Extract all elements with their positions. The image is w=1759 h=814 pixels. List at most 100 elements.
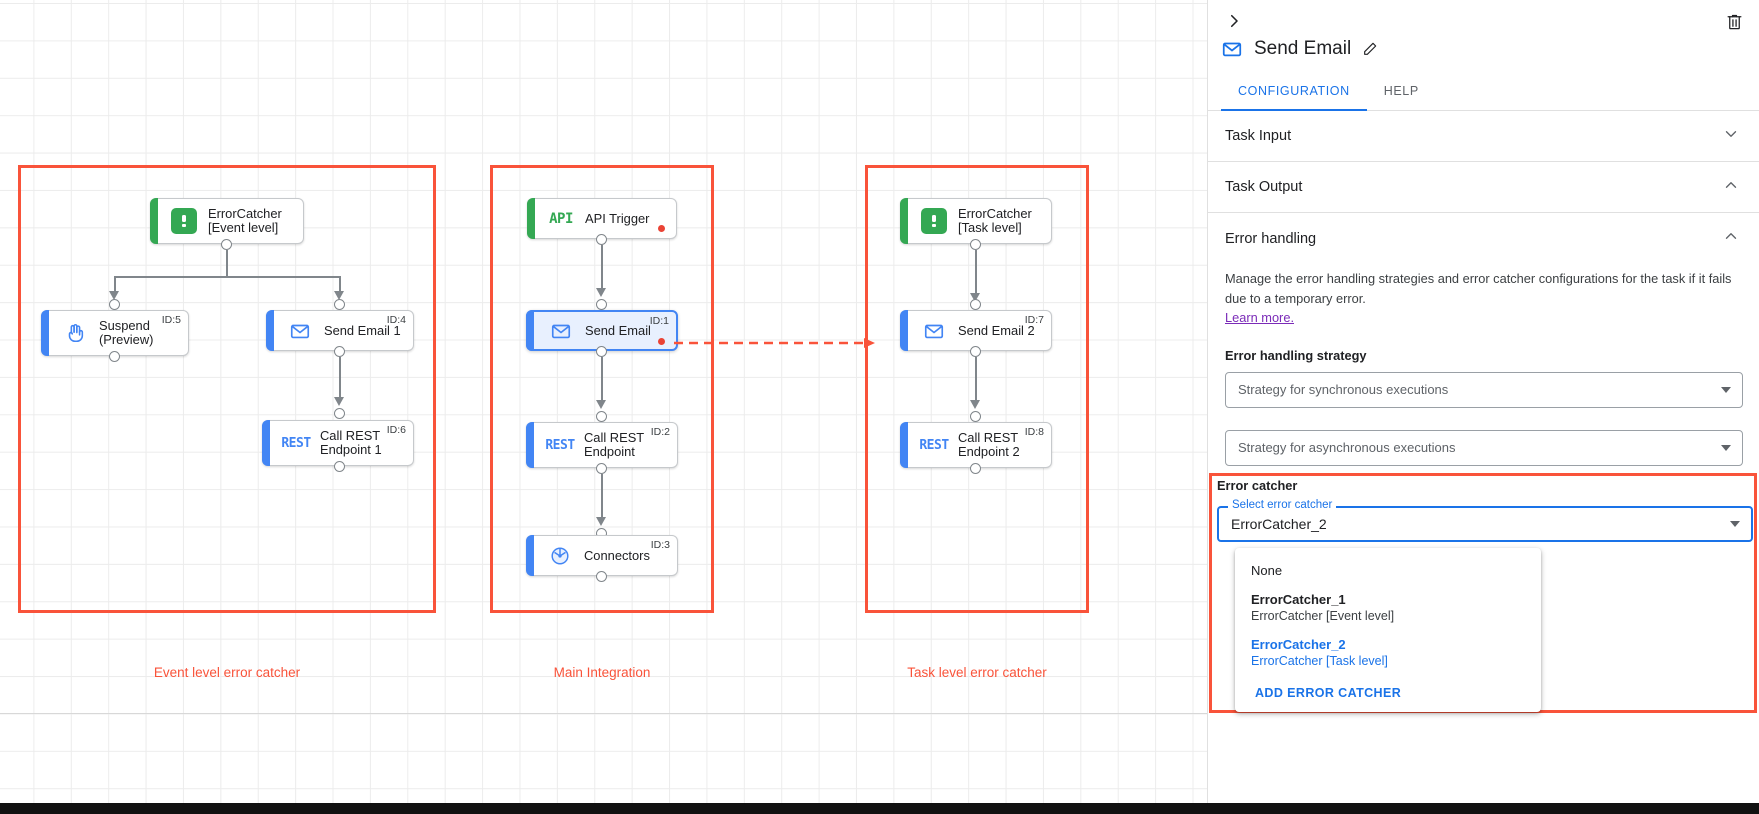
node-output-port[interactable] (109, 351, 120, 362)
error-catcher-icon (171, 208, 197, 234)
node-accent (41, 310, 49, 356)
node-input-port[interactable] (596, 411, 607, 422)
envelope-icon (287, 318, 313, 344)
error-catcher-icon (921, 208, 947, 234)
node-accent (266, 310, 274, 351)
node-output-port[interactable] (334, 346, 345, 357)
node-call-rest-endpoint-1[interactable]: REST Call REST Endpoint 1 ID:6 (262, 420, 414, 466)
edge-arrow (596, 400, 606, 409)
rest-icon: REST (919, 437, 949, 453)
edge-vertical (975, 250, 977, 298)
group-caption-event-level: Event level error catcher (153, 665, 301, 680)
workflow-canvas[interactable]: Event level error catcher ErrorCatcher [… (0, 0, 1207, 814)
node-output-port[interactable] (970, 346, 981, 357)
node-input-port[interactable] (970, 299, 981, 310)
tab-help[interactable]: HELP (1383, 84, 1419, 98)
node-output-port[interactable] (596, 234, 607, 245)
error-handling-description: Manage the error handling strategies and… (1225, 269, 1743, 328)
node-call-rest-endpoint-2[interactable]: REST Call REST Endpoint 2 ID:8 (900, 422, 1052, 468)
node-error-catcher-task[interactable]: ErrorCatcher [Task level] (900, 198, 1052, 244)
add-error-catcher-button[interactable]: ADD ERROR CATCHER (1255, 686, 1402, 700)
bottom-bar (0, 803, 1759, 814)
node-input-port[interactable] (334, 408, 345, 419)
trash-icon[interactable] (1721, 8, 1747, 34)
node-send-email[interactable]: Send Email ID:1 (526, 310, 678, 351)
node-output-port[interactable] (596, 463, 607, 474)
node-send-email-2[interactable]: Send Email 2 ID:7 (900, 310, 1052, 351)
chevron-down-icon (1730, 521, 1740, 527)
node-suspend[interactable]: Suspend (Preview) ID:5 (41, 310, 189, 356)
section-title: Error handling (1225, 230, 1317, 247)
error-catcher-dropdown-menu[interactable]: None ErrorCatcher_1 ErrorCatcher [Event … (1235, 548, 1541, 712)
node-label: Send Email 2 (958, 322, 1035, 338)
error-catcher-select[interactable]: Select error catcher ErrorCatcher_2 (1217, 499, 1753, 542)
edge-vertical (601, 357, 603, 405)
node-connectors[interactable]: Connectors ID:3 (526, 535, 678, 576)
node-error-catcher-event[interactable]: ErrorCatcher [Event level] (150, 198, 304, 244)
error-catcher-value: ErrorCatcher_2 (1231, 516, 1327, 532)
node-label: Send Email 1 (324, 322, 401, 338)
node-input-port[interactable] (109, 299, 120, 310)
menu-item-errorcatcher-1[interactable]: ErrorCatcher_1 ErrorCatcher [Event level… (1235, 585, 1541, 630)
error-catcher-label: Error catcher (1217, 478, 1298, 493)
node-label: Call REST Endpoint 2 (958, 430, 1020, 459)
group-box-task-level (865, 165, 1089, 613)
node-id: ID:3 (650, 539, 670, 551)
async-strategy-select[interactable]: Strategy for asynchronous executions (1225, 429, 1743, 466)
canvas-divider (0, 713, 1207, 714)
rest-icon: REST (545, 437, 575, 453)
node-accent (900, 310, 908, 351)
node-output-port[interactable] (221, 239, 232, 250)
edge-vertical (339, 357, 341, 401)
menu-item-none[interactable]: None (1235, 556, 1541, 585)
node-label: Call REST Endpoint (584, 430, 645, 459)
edge-arrow (334, 397, 344, 406)
edge-arrow (334, 291, 344, 300)
node-accent (150, 198, 158, 244)
hand-icon (62, 320, 88, 346)
section-task-input[interactable]: Task Input (1208, 111, 1759, 162)
node-api-trigger[interactable]: API API Trigger (527, 198, 677, 239)
section-task-output[interactable]: Task Output (1208, 162, 1759, 213)
pencil-icon[interactable] (1362, 41, 1378, 57)
node-label: ErrorCatcher [Event level] (208, 206, 282, 235)
node-accent (900, 198, 908, 244)
chevron-down-icon (1721, 444, 1731, 451)
group-caption-task-level: Task level error catcher (907, 665, 1047, 680)
section-error-handling[interactable]: Error handling (1208, 213, 1759, 264)
group-box-main-integration (490, 165, 714, 613)
node-accent (527, 198, 535, 239)
node-id: ID:8 (1024, 426, 1044, 438)
edge-arrow (970, 293, 980, 302)
node-output-port[interactable] (334, 461, 345, 472)
node-output-port[interactable] (596, 571, 607, 582)
sync-strategy-select[interactable]: Strategy for synchronous executions (1225, 371, 1743, 408)
envelope-icon (921, 318, 947, 344)
node-accent (526, 422, 534, 468)
node-input-port[interactable] (970, 411, 981, 422)
node-output-port[interactable] (970, 463, 981, 474)
node-id: ID:6 (386, 424, 406, 436)
node-send-email-1[interactable]: Send Email 1 ID:4 (266, 310, 414, 351)
error-catcher-float-label: Select error catcher (1228, 499, 1337, 511)
node-output-port[interactable] (970, 239, 981, 250)
edge-vertical (601, 474, 603, 522)
node-call-rest-endpoint[interactable]: REST Call REST Endpoint ID:2 (526, 422, 678, 468)
chevron-right-icon[interactable] (1221, 8, 1247, 34)
node-label: Call REST Endpoint 1 (320, 428, 382, 457)
node-input-port[interactable] (334, 299, 345, 310)
chevron-down-icon (1721, 386, 1731, 393)
node-accent (526, 535, 534, 576)
node-output-port[interactable] (596, 346, 607, 357)
node-id: ID:4 (386, 314, 406, 326)
edge-arrow (970, 400, 980, 409)
envelope-icon (548, 318, 574, 344)
menu-item-errorcatcher-2[interactable]: ErrorCatcher_2 ErrorCatcher [Task level] (1235, 630, 1541, 675)
node-id: ID:5 (161, 314, 181, 326)
node-input-port[interactable] (596, 299, 607, 310)
menu-item-label: ErrorCatcher_2 (1251, 637, 1346, 652)
edge-arrow (109, 291, 119, 300)
tab-configuration[interactable]: CONFIGURATION (1221, 78, 1367, 111)
node-label: Suspend (Preview) (99, 318, 154, 347)
learn-more-link[interactable]: Learn more. (1225, 310, 1294, 325)
